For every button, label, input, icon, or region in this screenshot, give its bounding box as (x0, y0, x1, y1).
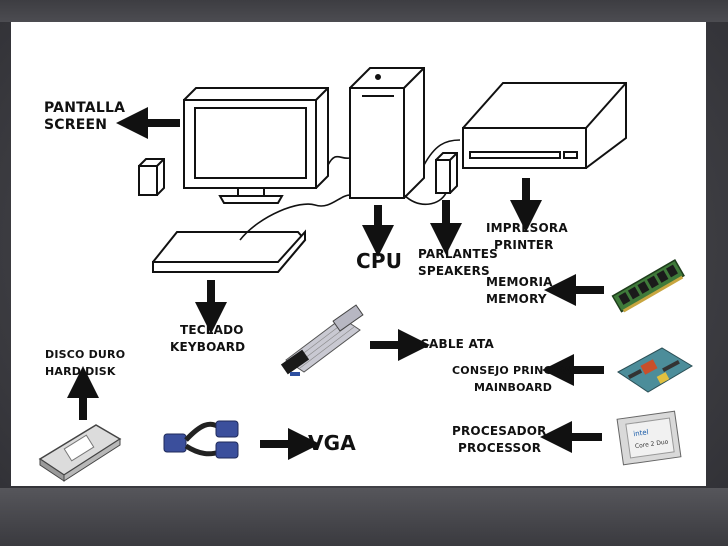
label-speakers: Parlantes Speakers (418, 246, 498, 280)
label-screen-en: Screen (44, 117, 108, 133)
speaker-right-icon (435, 152, 458, 194)
label-vga: VGA (308, 431, 356, 455)
label-memory-es: Memoria (486, 275, 553, 289)
label-keyboard: Teclado Keyboard (170, 322, 245, 356)
keyboard-icon (152, 229, 307, 273)
mainboard-icon (617, 347, 693, 393)
label-printer-en: Printer (494, 238, 554, 252)
monitor-icon (183, 87, 329, 204)
label-harddisk-en: Hard disk (45, 365, 116, 378)
label-screen-es: Pantalla (44, 100, 126, 116)
cables (239, 139, 461, 241)
processor-icon: intel Core 2 Duo (616, 410, 682, 466)
top-band (0, 0, 728, 22)
cpu-tower-icon (349, 67, 425, 199)
printer-icon (462, 82, 627, 169)
arrows (67, 107, 604, 460)
label-processor-en: Processor (458, 441, 542, 455)
chip-model-text: Core 2 Duo (635, 438, 670, 450)
label-memory: Memoria Memory (486, 274, 553, 308)
label-harddisk-es: Disco duro (45, 348, 126, 361)
label-processor: Procesador Processor (452, 423, 547, 457)
hard-disk-icon (38, 424, 122, 482)
label-cpu: CPU (356, 249, 403, 273)
memory-module-icon (611, 259, 685, 313)
label-printer-es: Impresora (486, 221, 568, 235)
label-speakers-en: Speakers (418, 264, 490, 278)
label-mainboard: Consejo principal Mainboard (452, 362, 579, 396)
label-speakers-es: Parlantes (418, 247, 499, 261)
label-screen: Pantalla Screen (44, 100, 125, 134)
vga-splitter-icon (163, 420, 239, 459)
label-processor-es: Procesador (452, 424, 547, 438)
label-mainboard-en: Mainboard (474, 381, 553, 394)
label-mainboard-es: Consejo principal (452, 364, 580, 377)
label-keyboard-es: Teclado (180, 323, 244, 337)
label-keyboard-en: Keyboard (170, 340, 246, 354)
bottom-band (0, 488, 728, 546)
chip-brand-text: intel (633, 428, 649, 438)
speaker-left-icon (138, 158, 165, 196)
ata-cable-icon (280, 304, 364, 376)
label-harddisk: Disco duro Hard disk (45, 346, 125, 380)
label-memory-en: Memory (486, 292, 547, 306)
label-printer: Impresora Printer (486, 220, 568, 254)
label-cable: Cable ATA (420, 337, 494, 351)
